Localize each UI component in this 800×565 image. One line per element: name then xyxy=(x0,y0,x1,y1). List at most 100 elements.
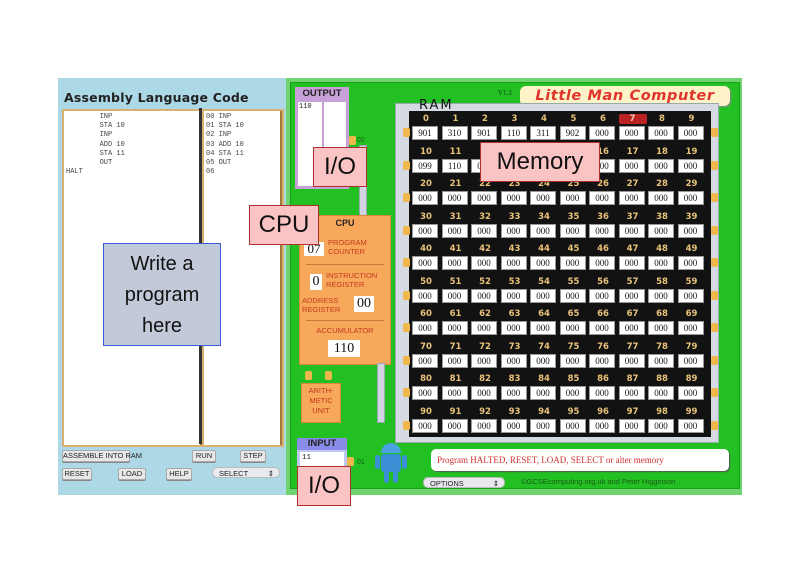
select-dropdown[interactable]: SELECT ⇕ xyxy=(212,467,280,478)
memory-cell[interactable]: 110 xyxy=(441,158,468,173)
memory-cell[interactable]: 000 xyxy=(500,418,527,433)
memory-cell[interactable]: 000 xyxy=(471,191,497,205)
memory-cell[interactable]: 310 xyxy=(441,126,468,140)
memory-cell[interactable]: 000 xyxy=(500,191,527,205)
memory-cell[interactable]: 000 xyxy=(618,386,645,400)
memory-cell[interactable]: 000 xyxy=(530,321,556,335)
memory-cell[interactable]: 000 xyxy=(559,321,586,335)
memory-cell[interactable]: 000 xyxy=(677,288,704,303)
memory-cell[interactable]: 000 xyxy=(618,353,645,368)
memory-cell[interactable]: 000 xyxy=(618,158,645,173)
memory-cell[interactable]: 000 xyxy=(559,418,586,433)
memory-cell[interactable]: 000 xyxy=(471,256,497,270)
memory-cell[interactable]: 000 xyxy=(618,223,645,238)
memory-cell[interactable]: 000 xyxy=(471,321,497,335)
memory-cell[interactable]: 000 xyxy=(471,223,497,238)
memory-cell[interactable]: 000 xyxy=(412,288,438,303)
memory-cell[interactable]: 000 xyxy=(648,126,674,140)
memory-cell[interactable]: 000 xyxy=(471,288,497,303)
memory-cell[interactable]: 099 xyxy=(412,158,438,173)
memory-cell[interactable]: 000 xyxy=(500,288,527,303)
memory-cell[interactable]: 000 xyxy=(589,353,615,368)
memory-cell[interactable]: 901 xyxy=(412,126,438,140)
memory-cell[interactable]: 110 xyxy=(500,126,527,140)
memory-cell[interactable]: 000 xyxy=(589,321,615,335)
memory-cell[interactable]: 000 xyxy=(500,256,527,270)
memory-cell[interactable]: 000 xyxy=(677,418,704,433)
memory-cell[interactable]: 000 xyxy=(589,126,615,140)
memory-cell[interactable]: 000 xyxy=(441,256,468,270)
memory-cell[interactable]: 000 xyxy=(559,353,586,368)
memory-cell[interactable]: 311 xyxy=(530,126,556,140)
memory-cell[interactable]: 000 xyxy=(412,353,438,368)
memory-cell[interactable]: 000 xyxy=(441,223,468,238)
memory-cell[interactable]: 000 xyxy=(530,288,556,303)
memory-cell[interactable]: 000 xyxy=(530,418,556,433)
memory-cell[interactable]: 000 xyxy=(530,223,556,238)
memory-cell[interactable]: 000 xyxy=(412,191,438,205)
memory-cell[interactable]: 000 xyxy=(648,321,674,335)
memory-cell[interactable]: 000 xyxy=(589,288,615,303)
memory-cell[interactable]: 000 xyxy=(589,418,615,433)
load-button[interactable]: LOAD xyxy=(118,468,146,480)
memory-cell[interactable]: 000 xyxy=(412,256,438,270)
memory-cell[interactable]: 000 xyxy=(677,191,704,205)
assemble-into-ram-button[interactable]: ASSEMBLE INTO RAM xyxy=(62,450,143,462)
memory-cell[interactable]: 000 xyxy=(412,418,438,433)
memory-cell[interactable]: 000 xyxy=(648,223,674,238)
memory-cell[interactable]: 000 xyxy=(589,191,615,205)
memory-cell[interactable]: 000 xyxy=(677,386,704,400)
memory-cell[interactable]: 000 xyxy=(500,386,527,400)
memory-cell[interactable]: 000 xyxy=(500,321,527,335)
input-field[interactable]: 11 xyxy=(300,452,344,468)
memory-cell[interactable]: 000 xyxy=(648,288,674,303)
memory-cell[interactable]: 000 xyxy=(677,126,704,140)
memory-cell[interactable]: 000 xyxy=(471,386,497,400)
memory-cell[interactable]: 000 xyxy=(441,418,468,433)
memory-cell[interactable]: 000 xyxy=(412,223,438,238)
memory-cell[interactable]: 000 xyxy=(441,353,468,368)
memory-cell[interactable]: 000 xyxy=(530,386,556,400)
memory-cell[interactable]: 000 xyxy=(618,191,645,205)
memory-cell[interactable]: 000 xyxy=(677,256,704,270)
memory-cell[interactable]: 000 xyxy=(648,418,674,433)
memory-cell[interactable]: 000 xyxy=(618,256,645,270)
memory-cell[interactable]: 000 xyxy=(589,223,615,238)
memory-cell[interactable]: 000 xyxy=(559,256,586,270)
memory-cell[interactable]: 000 xyxy=(677,353,704,368)
memory-cell[interactable]: 000 xyxy=(648,386,674,400)
memory-cell[interactable]: 000 xyxy=(648,256,674,270)
memory-cell[interactable]: 901 xyxy=(471,126,497,140)
memory-cell[interactable]: 000 xyxy=(500,353,527,368)
memory-cell[interactable]: 000 xyxy=(471,353,497,368)
help-button[interactable]: HELP xyxy=(166,468,192,480)
memory-cell[interactable]: 000 xyxy=(648,353,674,368)
memory-cell[interactable]: 000 xyxy=(500,223,527,238)
memory-cell[interactable]: 000 xyxy=(589,256,615,270)
memory-cell[interactable]: 000 xyxy=(441,288,468,303)
memory-cell[interactable]: 000 xyxy=(441,321,468,335)
memory-cell[interactable]: 000 xyxy=(441,386,468,400)
step-button[interactable]: STEP xyxy=(240,450,266,462)
memory-cell[interactable]: 000 xyxy=(559,191,586,205)
memory-cell[interactable]: 000 xyxy=(412,321,438,335)
options-dropdown[interactable]: OPTIONS ⇕ xyxy=(423,477,505,488)
memory-cell[interactable]: 000 xyxy=(618,321,645,335)
memory-cell[interactable]: 000 xyxy=(648,158,674,173)
memory-cell[interactable]: 000 xyxy=(677,158,704,173)
memory-cell[interactable]: 000 xyxy=(618,126,645,140)
memory-cell[interactable]: 000 xyxy=(589,386,615,400)
memory-cell[interactable]: 000 xyxy=(677,223,704,238)
memory-cell[interactable]: 000 xyxy=(559,386,586,400)
memory-cell[interactable]: 000 xyxy=(648,191,674,205)
run-button[interactable]: RUN xyxy=(192,450,216,462)
memory-cell[interactable]: 000 xyxy=(471,418,497,433)
memory-cell[interactable]: 000 xyxy=(618,418,645,433)
memory-cell[interactable]: 000 xyxy=(559,288,586,303)
memory-cell[interactable]: 000 xyxy=(441,191,468,205)
memory-cell[interactable]: 000 xyxy=(618,288,645,303)
memory-cell[interactable]: 000 xyxy=(530,191,556,205)
memory-cell[interactable]: 000 xyxy=(412,386,438,400)
reset-button[interactable]: RESET xyxy=(62,468,92,480)
memory-cell[interactable]: 000 xyxy=(559,223,586,238)
